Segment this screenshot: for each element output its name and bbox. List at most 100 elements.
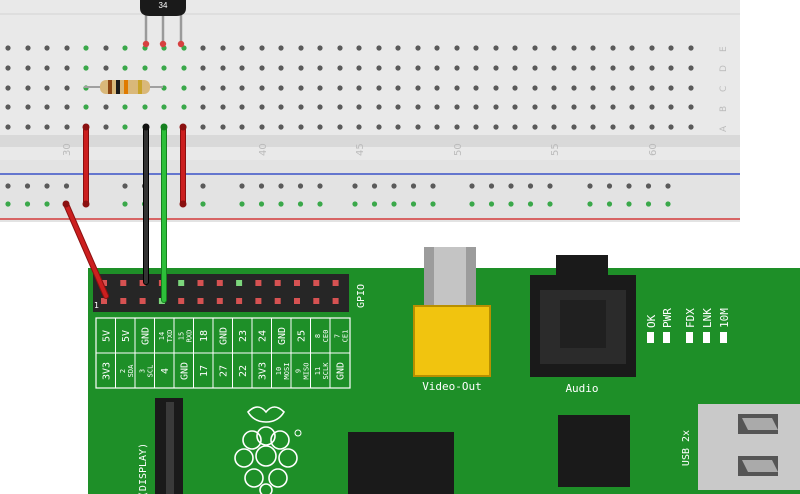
row-label-c: C [719,86,729,92]
breadboard-hole [259,45,265,51]
rail-hole [371,201,378,207]
gpio-label-top: 5V [121,330,132,342]
column-label-50: 50 [453,143,464,156]
breadboard-hole [181,104,187,110]
rail-hole [645,183,652,189]
rail-hole [508,201,514,207]
breadboard-hole [649,85,655,91]
breadboard-hole [590,124,596,130]
breadboard-hole [688,124,694,130]
rail-hole [410,201,417,207]
breadboard-hole [551,124,557,130]
rail-hole [430,201,436,207]
breadboard-hole [161,104,167,110]
breadboard-hole [434,85,440,91]
breadboard-hole [376,85,382,91]
breadboard-hole [356,65,362,71]
power-rail-area [0,160,740,222]
breadboard-hole [649,65,655,71]
column-label-30: 30 [62,143,73,156]
breadboard-hole [64,45,70,51]
gpio-pin [139,298,146,304]
breadboard-channel [0,135,740,147]
breadboard-hole [25,45,31,51]
breadboard-hole [551,45,557,51]
breadboard-hole [44,104,50,110]
breadboard-hole [356,104,362,110]
breadboard-hole [278,45,284,51]
breadboard-hole [337,104,343,110]
breadboard-hole [122,45,128,51]
breadboard-hole [103,104,109,110]
breadboard-hole [5,124,11,130]
breadboard-hole [512,65,518,71]
breadboard-hole [590,45,596,51]
gpio-label-bottom: 10MOSI [275,363,291,380]
resistor-band-1 [108,80,112,94]
breadboard-hole [200,65,206,71]
rail-hole [488,183,495,189]
breadboard-hole [415,65,421,71]
rail-hole [410,183,417,189]
wire-end [82,123,90,131]
breadboard-hole [688,65,694,71]
breadboard-hole [551,65,557,71]
breadboard-hole [278,85,284,91]
led-label-ok: OK [645,314,658,328]
breadboard-hole [415,124,421,130]
led-label-lnk: LNK [701,308,714,328]
breadboard-hole [610,65,616,71]
rail-hole [645,201,652,207]
breadboard-hole [356,124,362,130]
status-leds: OK PWR FDX LNK 10M [645,308,731,343]
usb-connector: USB 2x [681,404,800,490]
breadboard-hole [454,104,460,110]
rail-hole [44,183,50,189]
video-out-label: Video-Out [422,380,482,393]
gpio-label-bottom: GND [335,362,346,380]
breadboard-hole [200,104,206,110]
led-lnk [703,332,710,343]
rail-hole [469,183,475,189]
rail-hole [5,201,11,207]
rail-hole [24,201,31,207]
breadboard-hole [434,104,440,110]
rail-hole [200,183,206,189]
wire-red-3v3[interactable] [64,202,108,298]
sensor-body [140,0,186,16]
wire-end [179,123,187,131]
breadboard-hole [64,85,70,91]
breadboard-hole [122,65,128,71]
gpio-pin [236,298,243,304]
column-label-55: 55 [550,143,561,156]
led-label-10m: 10M [718,308,731,328]
breadboard-hole [493,65,499,71]
breadboard-hole [512,124,518,130]
led-fdx [686,332,693,343]
breadboard-hole [298,65,304,71]
temperature-sensor[interactable]: 34 [140,0,186,48]
video-out-connector: Video-Out [413,247,491,393]
gpio-pin [332,298,339,304]
breadboard-hole [668,104,674,110]
resistor-band-4 [138,80,142,94]
breadboard-hole [298,104,304,110]
rail-hole [317,183,323,189]
gpio-pin [197,280,204,286]
breadboard-hole [317,104,323,110]
breadboard-hole [122,104,128,110]
breadboard-hole [83,65,89,71]
breadboard-hole [44,45,50,51]
gpio-pin [294,280,300,286]
gpio-label-top: 7CE1 [333,330,349,343]
rail-hole [665,183,671,189]
breadboard-hole [220,65,226,71]
breadboard-hole [103,65,109,71]
gpio-label-bottom: 22 [238,365,249,377]
rail-hole [371,183,378,189]
breadboard-hole [142,104,148,110]
rail-hole [665,201,671,207]
resistor[interactable] [84,80,163,94]
gpio-pin [313,298,320,304]
